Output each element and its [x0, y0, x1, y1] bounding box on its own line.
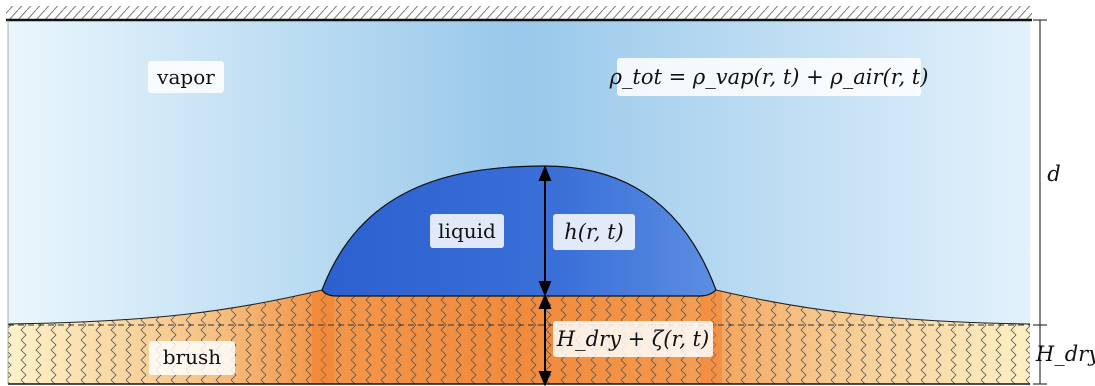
brush-label: brush — [163, 345, 222, 369]
top-wall-hatch — [6, 6, 1032, 19]
liquid-label-box — [430, 214, 504, 248]
density-equation: ρ_tot = ρ_vap(r, t) + ρ_air(r, t) — [609, 65, 929, 89]
height-label: h(r, t) — [564, 220, 623, 244]
brush-label-box — [149, 341, 235, 375]
brush-height-label-box — [553, 321, 713, 357]
brush-height-label: H_dry + ζ(r, t) — [556, 327, 709, 351]
vapor-label-box — [148, 61, 224, 93]
dimension-markers — [1033, 19, 1047, 385]
height-label-box — [553, 214, 635, 250]
height-arrow — [538, 165, 552, 297]
dry-dimension-label: H_dry — [1035, 342, 1095, 366]
liquid-label: liquid — [438, 219, 496, 243]
vapor-label: vapor — [156, 65, 215, 89]
brush-height-arrow — [538, 293, 552, 386]
liquid-droplet — [321, 165, 717, 297]
density-equation-box — [617, 58, 921, 96]
gap-dimension-label: d — [1047, 162, 1060, 186]
